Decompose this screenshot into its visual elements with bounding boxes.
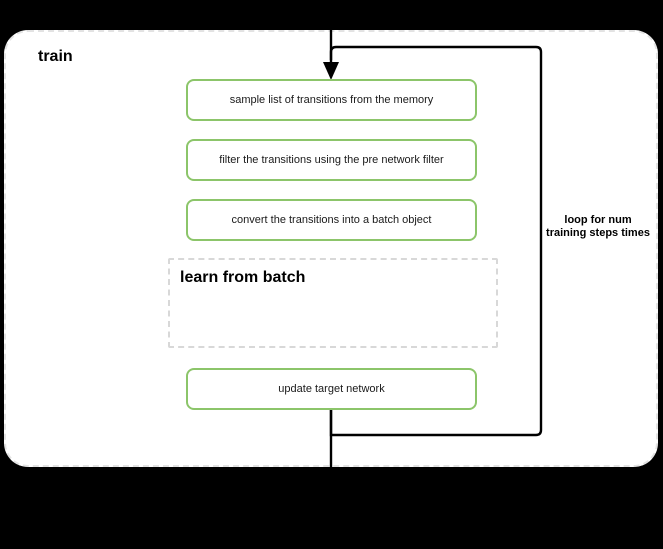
node-filter-transitions-label: filter the transitions using the pre net… <box>219 154 444 166</box>
train-group-title: train <box>38 48 73 65</box>
node-convert-transitions[interactable]: convert the transitions into a batch obj… <box>186 199 477 241</box>
node-update-target-network-label: update target network <box>278 383 385 395</box>
loop-annotation-label: loop for num training steps times <box>546 214 650 239</box>
node-convert-transitions-label: convert the transitions into a batch obj… <box>231 214 432 226</box>
learn-from-batch-title: learn from batch <box>180 269 306 286</box>
node-update-target-network[interactable]: update target network <box>186 368 477 410</box>
node-filter-transitions[interactable]: filter the transitions using the pre net… <box>186 139 477 181</box>
node-sample-transitions[interactable]: sample list of transitions from the memo… <box>186 79 477 121</box>
node-sample-transitions-label: sample list of transitions from the memo… <box>229 94 434 106</box>
learn-from-batch-box <box>168 258 498 348</box>
